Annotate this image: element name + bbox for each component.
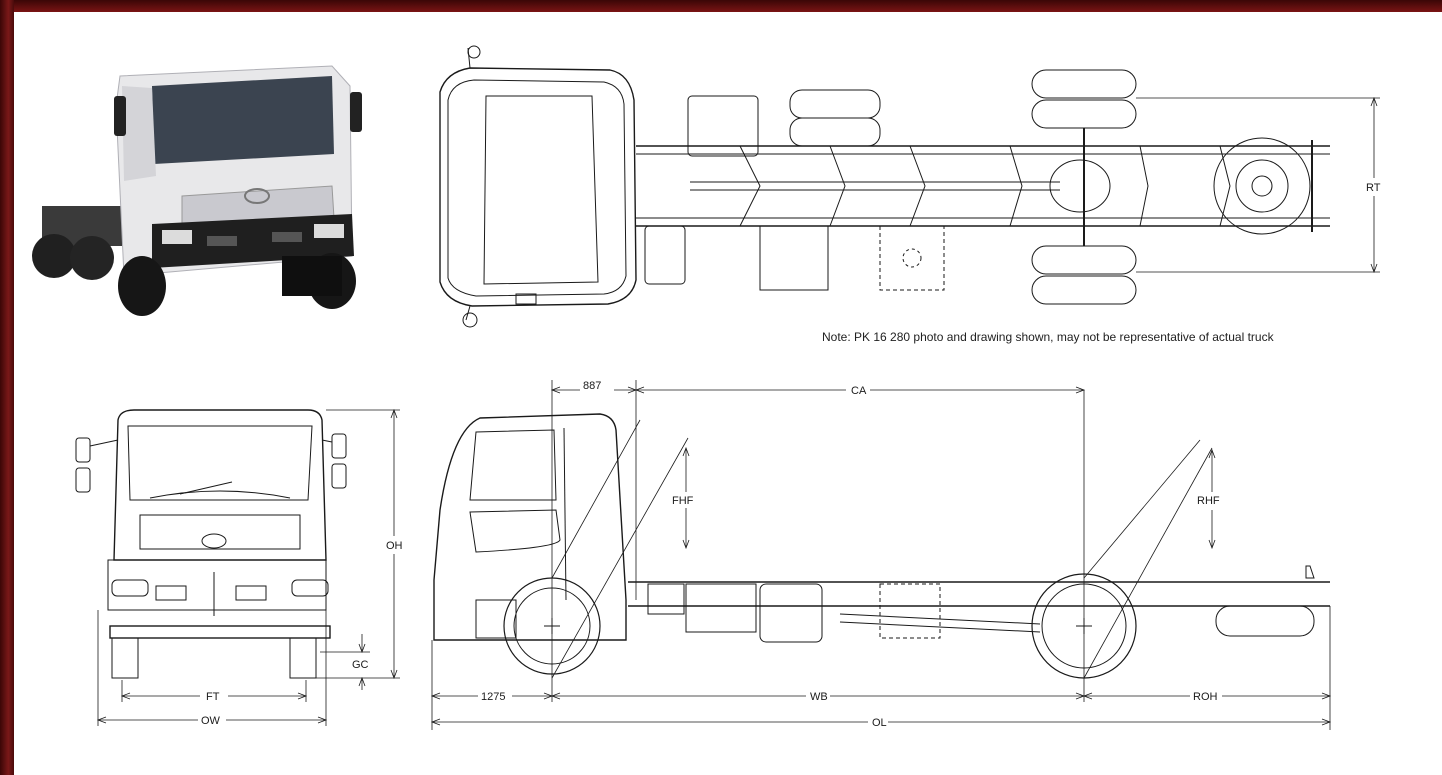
dim-rt-label: RT xyxy=(1366,182,1381,194)
dim-ow-label: OW xyxy=(201,715,221,727)
dim-ca-label: CA xyxy=(851,385,867,397)
front-view-drawing xyxy=(75,408,400,726)
dim-oh-label: OH xyxy=(386,540,403,552)
dim-wb-label: WB xyxy=(810,691,828,703)
dim-ol-label: OL xyxy=(872,717,887,729)
dim-1275-label: 1275 xyxy=(481,691,505,703)
disclaimer-note: Note: PK 16 280 photo and drawing shown,… xyxy=(822,330,1274,344)
top-view-drawing xyxy=(439,45,1380,328)
dim-ft-label: FT xyxy=(206,691,220,703)
dim-887-label: 887 xyxy=(583,380,601,392)
side-view-drawing xyxy=(430,380,1332,730)
truck-photo xyxy=(32,65,362,316)
dim-gc-label: GC xyxy=(352,659,369,671)
top-border xyxy=(0,0,1442,12)
dim-rhf-label: RHF xyxy=(1197,495,1220,507)
dim-fhf-label: FHF xyxy=(672,495,694,507)
dim-roh-label: ROH xyxy=(1193,691,1218,703)
left-border xyxy=(0,0,14,775)
